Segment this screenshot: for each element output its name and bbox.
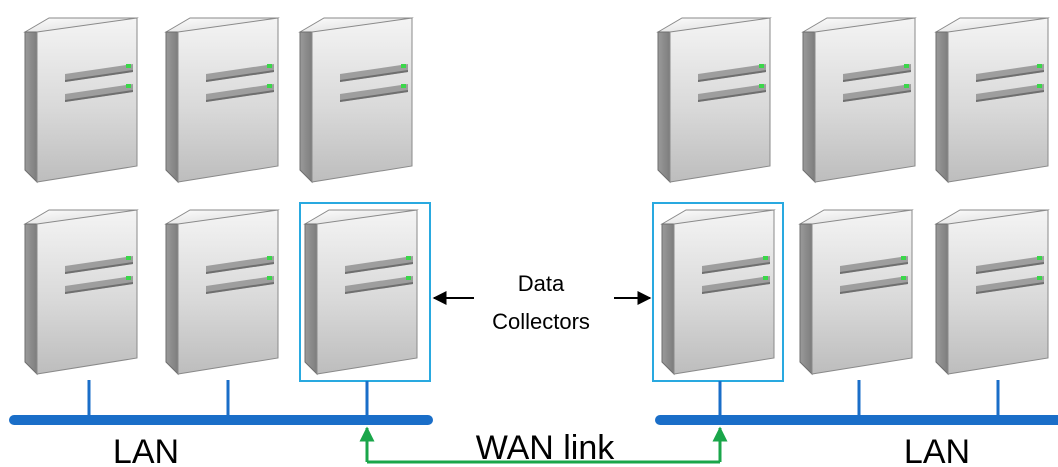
- server-right-bottom-3: [935, 209, 1049, 375]
- server-right-top-3: [935, 17, 1049, 183]
- data-collectors-label-line2: Collectors: [492, 309, 590, 334]
- server-left-collector: [304, 209, 418, 375]
- server-right-top-2: [802, 17, 916, 183]
- lan-drops: [87, 380, 1000, 420]
- server-left-top-3: [299, 17, 413, 183]
- lan-left-label: LAN: [113, 433, 179, 467]
- data-collectors-label-line1: Data: [518, 271, 565, 296]
- collector-box-right: [652, 202, 784, 382]
- server-right-bottom-2: [799, 209, 913, 375]
- collector-box-left: [299, 202, 431, 382]
- server-right-top-1: [657, 17, 771, 183]
- server-right-collector: [661, 209, 775, 375]
- wan-link-label: WAN link: [476, 429, 616, 467]
- lan-right-label: LAN: [904, 433, 970, 467]
- server-left-top-1: [24, 17, 138, 183]
- server-left-top-2: [165, 17, 279, 183]
- server-left-bottom-2: [165, 209, 279, 375]
- server-left-bottom-1: [24, 209, 138, 375]
